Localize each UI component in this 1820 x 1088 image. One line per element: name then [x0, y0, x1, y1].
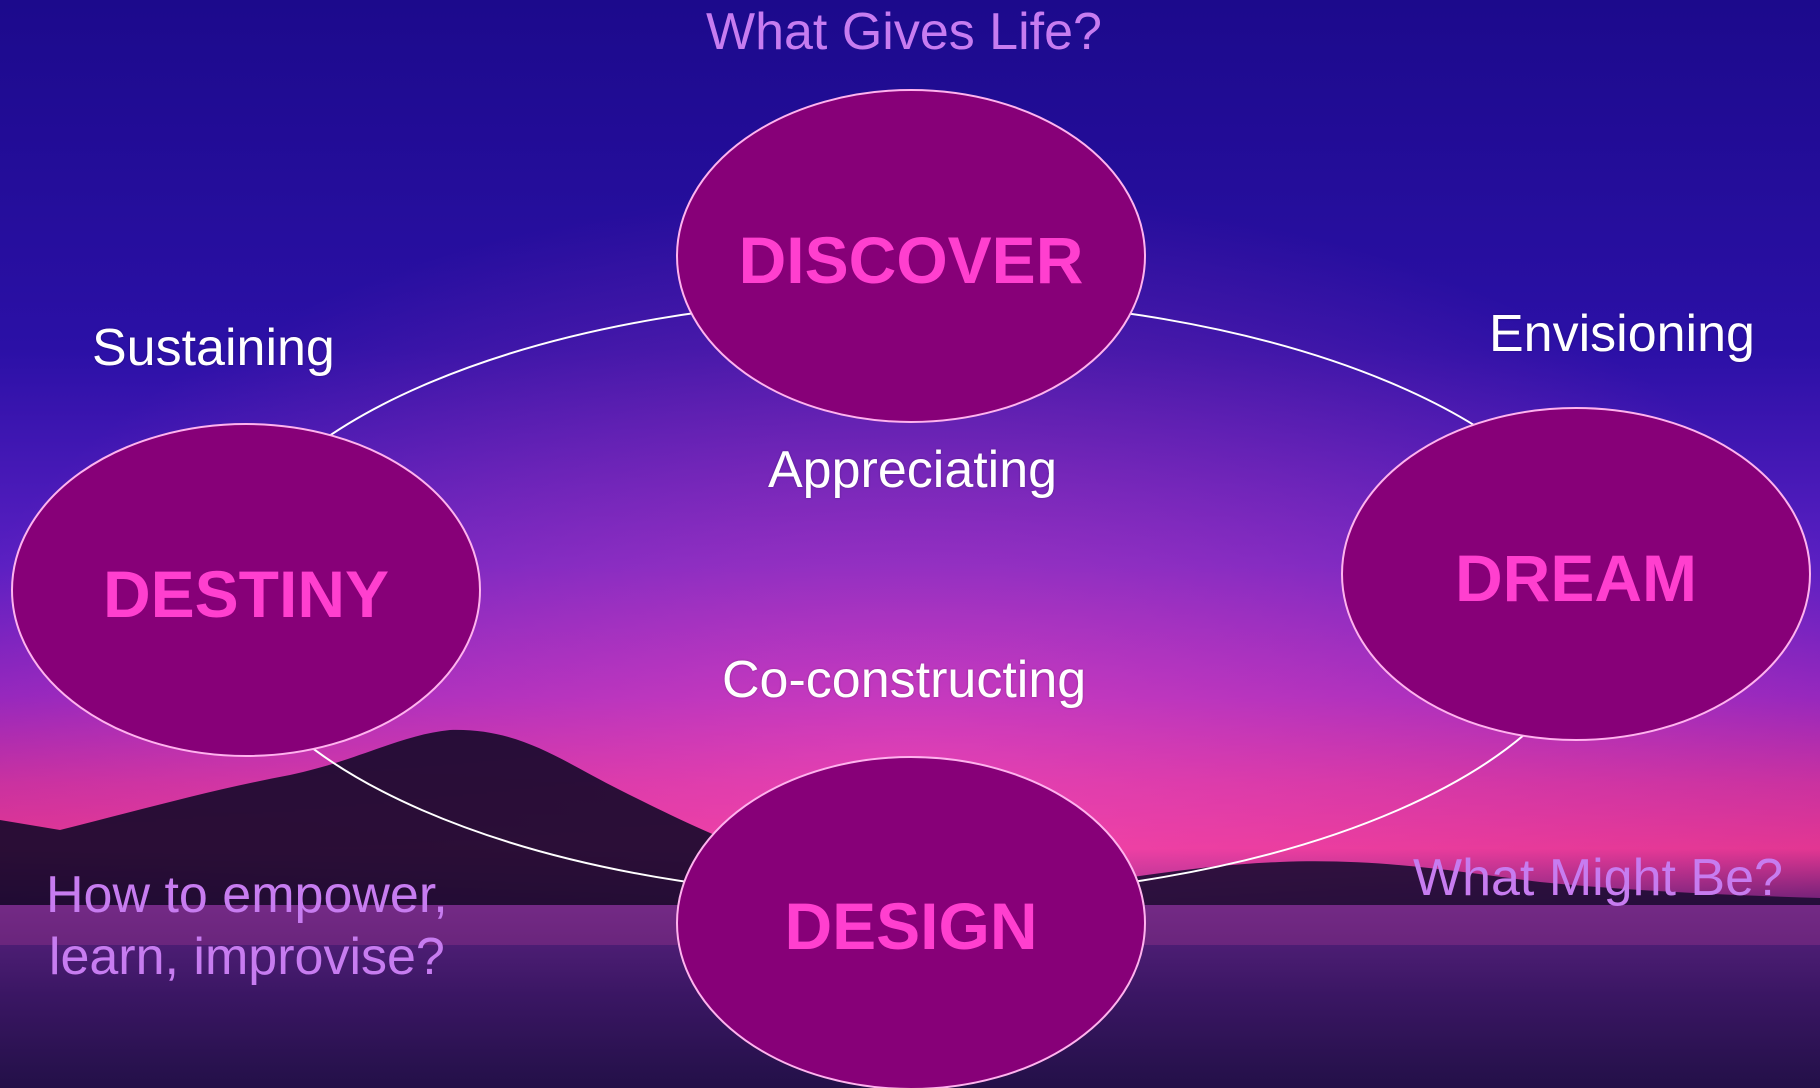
destiny-question: How to empower, learn, improvise?	[46, 866, 448, 987]
dream-question: What Might Be?	[1413, 849, 1783, 907]
envisioning-label: Envisioning	[1489, 305, 1755, 363]
co-constructing-label: Co-constructing	[722, 651, 1087, 709]
destiny-label: DESTINY	[102, 557, 390, 631]
sustaining-label: Sustaining	[92, 319, 335, 377]
dream-label: DREAM	[1455, 541, 1697, 615]
appreciating-label: Appreciating	[768, 441, 1058, 499]
discover-label: DISCOVER	[738, 223, 1084, 297]
destiny-node	[11, 423, 481, 757]
dream-node	[1341, 407, 1811, 741]
design-node	[676, 756, 1146, 1088]
discover-question: What Gives Life?	[706, 3, 1102, 61]
design-label: DESIGN	[784, 889, 1038, 963]
discover-node	[676, 89, 1146, 423]
